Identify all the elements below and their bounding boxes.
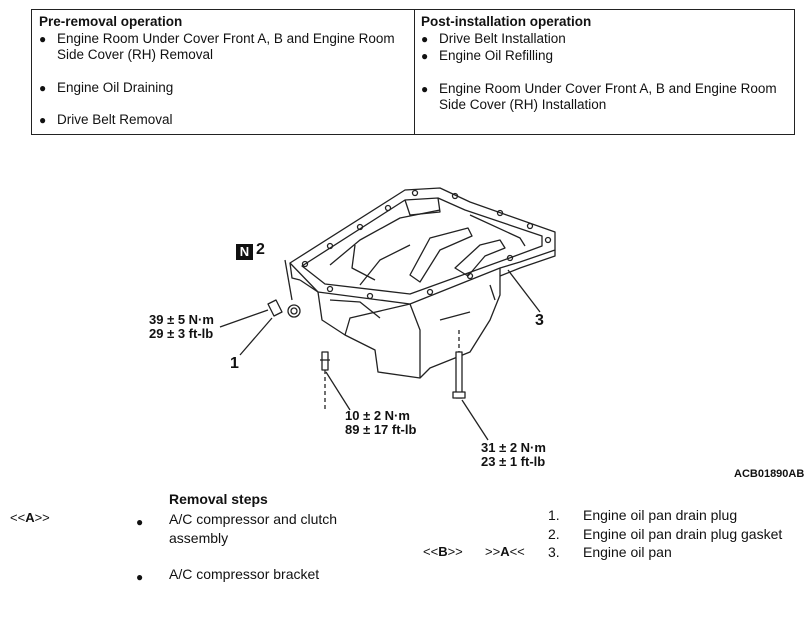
step-number: 2. bbox=[548, 526, 560, 542]
bullet-icon: ● bbox=[39, 113, 47, 127]
service-point-tag-a: <<A>> bbox=[10, 510, 50, 525]
installation-point-tag-b: <<B>> bbox=[423, 544, 463, 559]
callout-2: 2 bbox=[256, 241, 265, 258]
oil-pan-illustration bbox=[219, 187, 556, 441]
torque-label-3: 31 ± 2 N·m 23 ± 1 ft-lb bbox=[481, 440, 546, 469]
post-installation-title: Post-installation operation bbox=[421, 14, 592, 29]
bullet-icon: ● bbox=[421, 82, 429, 96]
pre-removal-column: Pre-removal operation ● Engine Room Unde… bbox=[32, 10, 415, 134]
pre-removal-item: ● Engine Room Under Cover Front A, B and… bbox=[39, 31, 395, 62]
removal-steps-title: Removal steps bbox=[169, 491, 268, 507]
callout-1: 1 bbox=[230, 355, 239, 372]
bullet-icon: ● bbox=[39, 32, 47, 46]
post-installation-item: ● Drive Belt Installation bbox=[421, 31, 566, 46]
post-installation-item: ● Engine Oil Refilling bbox=[421, 48, 554, 63]
bullet-icon: ● bbox=[39, 81, 47, 95]
pre-removal-title: Pre-removal operation bbox=[39, 14, 183, 29]
bullet-icon: ● bbox=[421, 49, 429, 63]
torque-label-1: 39 ± 5 N·m 29 ± 3 ft-lb bbox=[149, 312, 214, 341]
pre-removal-item: ● Engine Oil Draining bbox=[39, 80, 174, 95]
step-text: Engine oil pan drain plug gasket bbox=[583, 526, 783, 542]
pre-removal-item: ● Drive Belt Removal bbox=[39, 112, 173, 127]
bullet-icon: ● bbox=[136, 570, 144, 584]
step-number: 1. bbox=[548, 507, 560, 523]
step-text: Engine oil pan bbox=[583, 544, 672, 560]
step-text: Engine oil pan drain plug bbox=[583, 507, 738, 523]
post-installation-item: ● Engine Room Under Cover Front A, B and… bbox=[421, 81, 777, 112]
installation-point-tag-a: >>A<< bbox=[485, 544, 525, 559]
operations-table: Pre-removal operation ● Engine Room Unde… bbox=[31, 9, 795, 135]
post-installation-column: Post-installation operation ● Drive Belt… bbox=[414, 10, 794, 134]
bullet-icon: ● bbox=[421, 32, 429, 46]
removal-step: A/C compressor and clutch assembly bbox=[169, 511, 338, 546]
figure-reference-code: ACB01890AB bbox=[734, 468, 805, 480]
callout-3: 3 bbox=[535, 312, 544, 329]
removal-step: A/C compressor bracket bbox=[169, 566, 320, 582]
new-part-badge: N bbox=[236, 244, 253, 260]
step-number: 3. bbox=[548, 544, 560, 560]
torque-label-2: 10 ± 2 N·m 89 ± 17 ft-lb bbox=[345, 408, 417, 437]
bullet-icon: ● bbox=[136, 515, 144, 529]
